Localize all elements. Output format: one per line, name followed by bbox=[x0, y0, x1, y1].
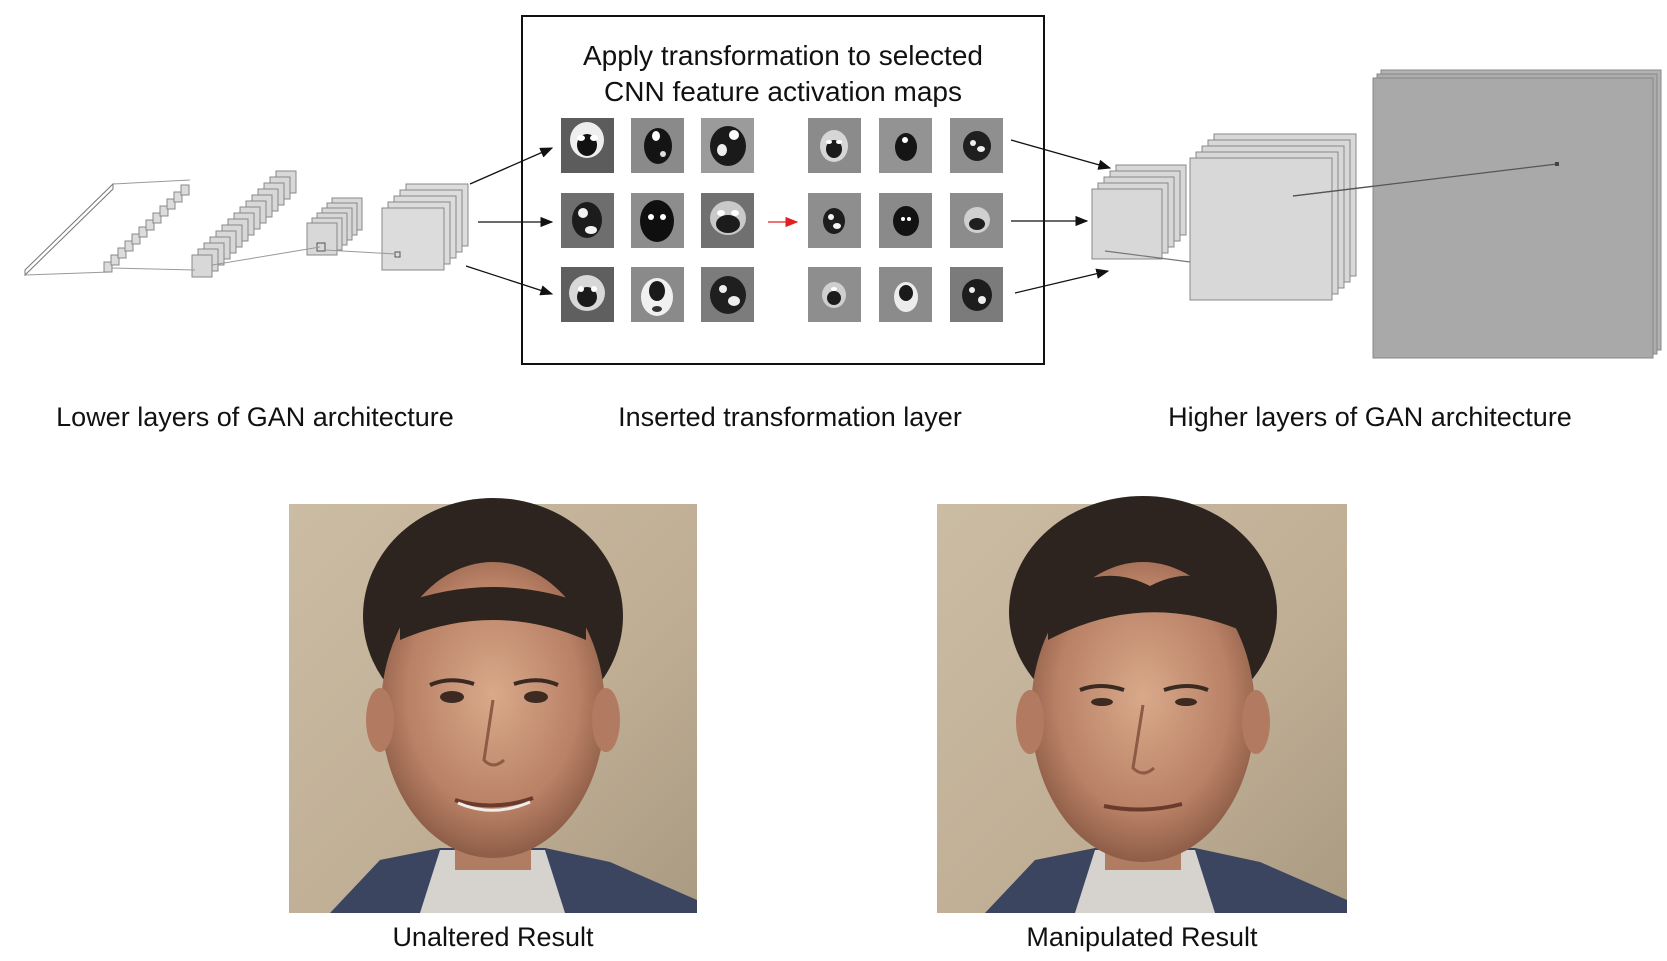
feature-map bbox=[631, 193, 684, 248]
feature-map bbox=[701, 267, 754, 322]
transformation-box bbox=[521, 15, 1045, 365]
feature-map bbox=[561, 267, 614, 322]
higher-stack-1 bbox=[1091, 164, 1187, 260]
feature-map bbox=[561, 118, 614, 173]
unaltered-face-photo bbox=[289, 498, 697, 913]
feature-map bbox=[701, 118, 754, 173]
feature-map bbox=[950, 193, 1003, 248]
feature-map bbox=[879, 267, 932, 322]
feature-map bbox=[701, 193, 754, 248]
original-feature-maps bbox=[561, 118, 754, 322]
label-lower-layers: Lower layers of GAN architecture bbox=[56, 402, 454, 432]
transformation-box-title: Apply transformation to selected CNN fea… bbox=[522, 38, 1044, 110]
higher-stack-2 bbox=[1189, 133, 1357, 301]
feature-map bbox=[631, 267, 684, 322]
label-manipulated-result: Manipulated Result bbox=[1026, 922, 1258, 952]
layer-stack-3 bbox=[306, 197, 363, 256]
output-stack bbox=[1372, 69, 1662, 359]
label-unaltered-result: Unaltered Result bbox=[392, 922, 594, 952]
label-higher-layers: Higher layers of GAN architecture bbox=[1168, 402, 1572, 432]
transformation-box-title-line2: CNN feature activation maps bbox=[604, 76, 962, 107]
transformed-feature-maps bbox=[808, 118, 1003, 322]
arrow-in-bottom bbox=[465, 265, 554, 296]
label-inserted-layer: Inserted transformation layer bbox=[618, 402, 962, 432]
small-layer-stack bbox=[103, 184, 190, 273]
feature-map bbox=[808, 193, 861, 248]
feature-map bbox=[808, 267, 861, 322]
feature-map bbox=[631, 118, 684, 173]
manipulated-face-photo bbox=[937, 496, 1347, 913]
arrow-in-top bbox=[469, 147, 554, 185]
feature-map bbox=[950, 118, 1003, 173]
feature-map bbox=[950, 267, 1003, 322]
feature-map bbox=[879, 118, 932, 173]
input-plane bbox=[24, 182, 114, 277]
transformation-box-title-line1: Apply transformation to selected bbox=[583, 40, 983, 71]
medium-layer-stack bbox=[191, 170, 297, 278]
arrow-out-top bbox=[1010, 139, 1112, 170]
layer-stack-4 bbox=[381, 183, 469, 271]
arrow-out-bottom bbox=[1014, 268, 1110, 294]
lower-gan-layers bbox=[24, 170, 469, 278]
higher-gan-layers bbox=[1091, 69, 1662, 359]
feature-map bbox=[808, 118, 861, 173]
feature-map bbox=[879, 193, 932, 248]
feature-map bbox=[561, 193, 614, 248]
